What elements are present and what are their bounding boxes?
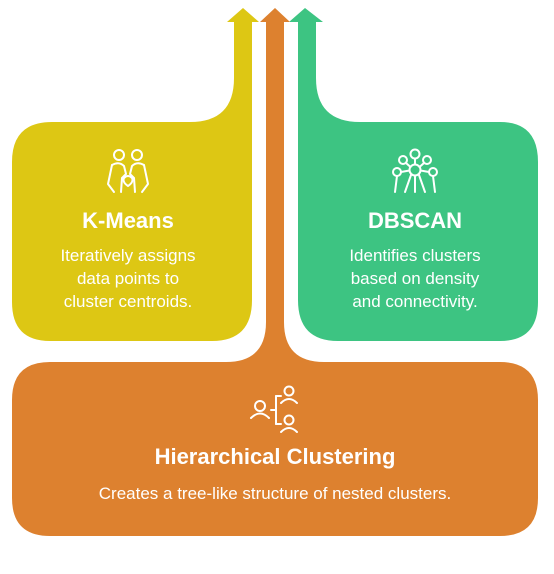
- hierarchical-desc-line: Creates a tree-like structure of nested …: [98, 484, 452, 503]
- dbscan-description: Identifies clusters based on density and…: [349, 244, 480, 313]
- kmeans-card: K-Means Iteratively assigns data points …: [16, 148, 240, 313]
- hierarchical-description: Creates a tree-like structure of nested …: [99, 482, 451, 505]
- dbscan-desc-line: and connectivity.: [352, 292, 478, 311]
- kmeans-description: Iteratively assigns data points to clust…: [60, 244, 195, 313]
- couple-people-icon: [104, 148, 152, 196]
- dbscan-desc-line: based on density: [350, 269, 480, 288]
- hierarchical-card-arrow: [12, 8, 538, 536]
- kmeans-title: K-Means: [82, 208, 174, 233]
- hierarchical-card: Hierarchical Clustering Creates a tree-l…: [12, 384, 538, 505]
- molecule-network-icon: [391, 148, 439, 196]
- kmeans-desc-line: Iteratively assigns: [60, 246, 196, 265]
- org-hierarchy-icon: [249, 384, 301, 436]
- kmeans-desc-line: cluster centroids.: [63, 292, 193, 311]
- kmeans-card-arrow: [12, 8, 259, 341]
- kmeans-desc-line: data points to: [76, 269, 180, 288]
- hierarchical-title: Hierarchical Clustering: [154, 444, 396, 469]
- dbscan-title: DBSCAN: [367, 208, 463, 233]
- dbscan-card: DBSCAN Identifies clusters based on dens…: [302, 148, 528, 313]
- dbscan-desc-line: Identifies clusters: [349, 246, 481, 265]
